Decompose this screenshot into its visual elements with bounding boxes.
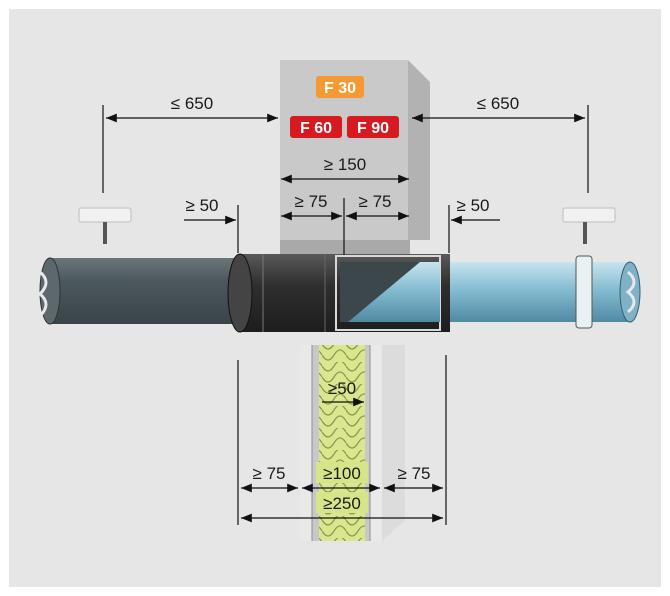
badge-f30-label: F 30 xyxy=(324,80,356,97)
badge-f60 xyxy=(290,116,342,138)
label-hanger-right: ≤ 650 xyxy=(477,94,519,113)
label-wall-core-bg xyxy=(316,462,368,483)
label-wall-left: ≥ 75 xyxy=(253,464,286,483)
label-wall-core: ≥100 xyxy=(323,464,361,483)
badge-f60-label: F 60 xyxy=(300,120,332,137)
label-edge-left: ≥ 50 xyxy=(186,196,219,215)
label-hanger-left: ≤ 650 xyxy=(171,94,213,113)
label-edge-right: ≥ 50 xyxy=(457,196,490,215)
fire-protection-sleeve xyxy=(227,253,450,333)
label-wall-total-bg xyxy=(316,492,368,513)
label-sleeve-half-right: ≥ 75 xyxy=(359,192,392,211)
badge-f30 xyxy=(316,76,364,98)
badge-f90-label: F 90 xyxy=(357,120,389,137)
dimension-labels: ≤ 650 ≤ 650 ≥ 150 ≥ 75 ≥ 75 ≥ 50 ≥ 50 ≥5… xyxy=(171,94,519,513)
label-sleeve-half-left: ≥ 75 xyxy=(295,192,328,211)
insulated-pipe-left xyxy=(37,257,248,325)
label-wall-total: ≥250 xyxy=(323,494,361,513)
fire-rating-badges: F 30 F 60 F 90 xyxy=(290,76,399,138)
label-wall-right: ≥ 75 xyxy=(398,464,431,483)
pipe-hanger-right xyxy=(562,207,616,244)
label-sleeve-total: ≥ 150 xyxy=(324,155,366,174)
pipe-clamp xyxy=(575,255,593,329)
badge-f90 xyxy=(347,116,399,138)
label-insulation-edge: ≥50 xyxy=(328,379,356,398)
pipe-hanger-left xyxy=(78,207,132,244)
dimension-lines xyxy=(102,105,589,525)
